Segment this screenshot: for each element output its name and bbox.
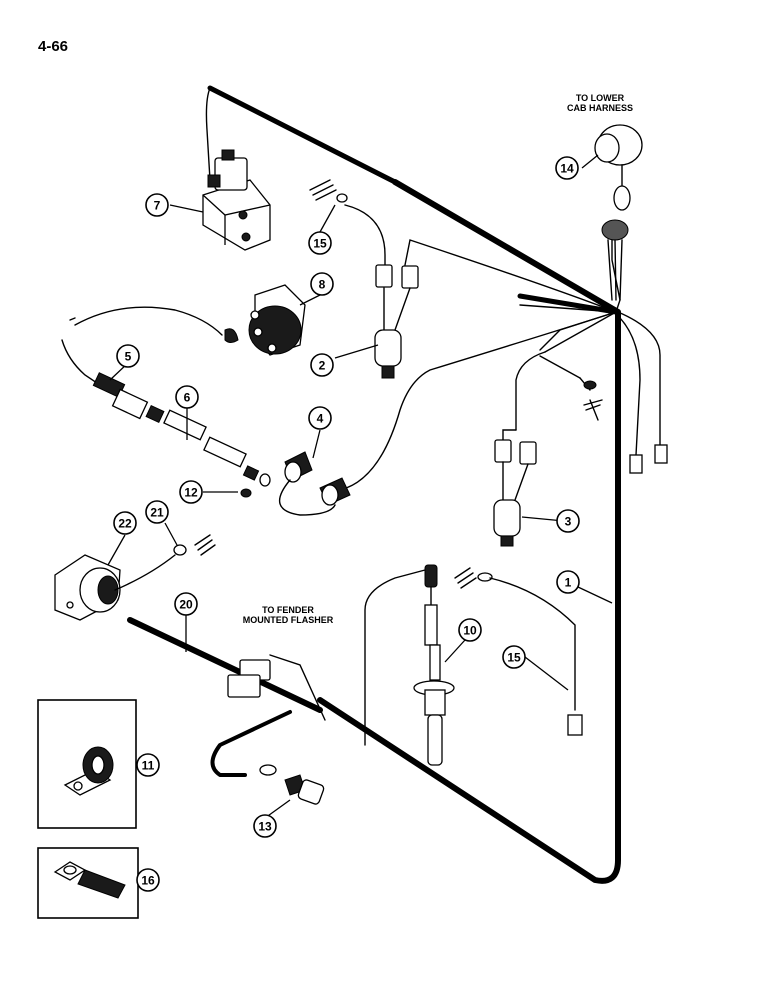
- coolant-sender: [413, 564, 455, 766]
- svg-text:20: 20: [179, 598, 193, 612]
- svg-text:3: 3: [565, 515, 572, 529]
- callout-14: 14: [555, 156, 579, 180]
- pressure-switch-2: [344, 204, 419, 379]
- svg-text:10: 10: [463, 624, 477, 638]
- callout-11: 11: [136, 753, 160, 777]
- svg-text:7: 7: [154, 199, 161, 213]
- cable-assembly: [61, 306, 271, 498]
- callout-1: 1: [556, 570, 580, 594]
- svg-text:8: 8: [319, 278, 326, 292]
- callout-13: 13: [253, 814, 277, 838]
- callout-4: 4: [308, 406, 332, 430]
- trailer-socket: [54, 544, 187, 621]
- inset-clamp: [37, 699, 137, 829]
- note-fender-flasher: TO FENDER MOUNTED FLASHER: [243, 605, 334, 625]
- callout-3: 3: [556, 509, 580, 533]
- note-fender-line1: TO FENDER: [262, 605, 314, 615]
- pressure-switch-3: [493, 429, 537, 547]
- svg-text:14: 14: [560, 162, 574, 176]
- svg-text:12: 12: [184, 486, 198, 500]
- harness-grommet: [594, 124, 643, 301]
- callout-6: 6: [175, 385, 199, 409]
- callout-15-lower: 15: [502, 645, 526, 669]
- callout-15-upper: 15: [308, 231, 332, 255]
- callout-20: 20: [174, 592, 198, 616]
- solenoid-valve: [202, 149, 271, 251]
- svg-text:11: 11: [142, 759, 155, 773]
- callout-2: 2: [310, 353, 334, 377]
- note-lower-cab-line2: CAB HARNESS: [567, 103, 633, 113]
- callout-8: 8: [310, 272, 334, 296]
- fuel-sender: [259, 764, 325, 805]
- right-connectors: [567, 444, 668, 736]
- starter-switch: [224, 284, 306, 356]
- svg-text:6: 6: [184, 391, 191, 405]
- callout-10: 10: [458, 618, 482, 642]
- harness-branches: [339, 239, 661, 491]
- note-lower-cab-line1: TO LOWER: [576, 93, 625, 103]
- temperature-senders: [278, 451, 351, 516]
- svg-text:16: 16: [141, 874, 155, 888]
- callout-5: 5: [116, 344, 140, 368]
- svg-text:21: 21: [150, 506, 164, 520]
- flasher-connector: [227, 659, 271, 698]
- svg-text:4: 4: [317, 412, 324, 426]
- page-number: 4-66: [38, 38, 69, 55]
- inset-ring-terminal: [37, 847, 139, 919]
- note-lower-cab: TO LOWER CAB HARNESS: [567, 93, 633, 113]
- svg-text:15: 15: [313, 237, 327, 251]
- callout-21: 21: [145, 500, 169, 524]
- svg-text:1: 1: [565, 576, 572, 590]
- callout-22: 22: [113, 511, 137, 535]
- ground-symbols: [194, 179, 603, 711]
- svg-text:5: 5: [125, 350, 132, 364]
- callout-7: 7: [145, 193, 169, 217]
- callout-12: 12: [179, 480, 203, 504]
- callout-16: 16: [136, 868, 160, 892]
- note-fender-line2: MOUNTED FLASHER: [243, 615, 334, 625]
- main-harness: [127, 85, 621, 884]
- svg-text:15: 15: [507, 651, 521, 665]
- svg-text:13: 13: [258, 820, 272, 834]
- svg-text:2: 2: [319, 359, 326, 373]
- svg-text:22: 22: [118, 517, 132, 531]
